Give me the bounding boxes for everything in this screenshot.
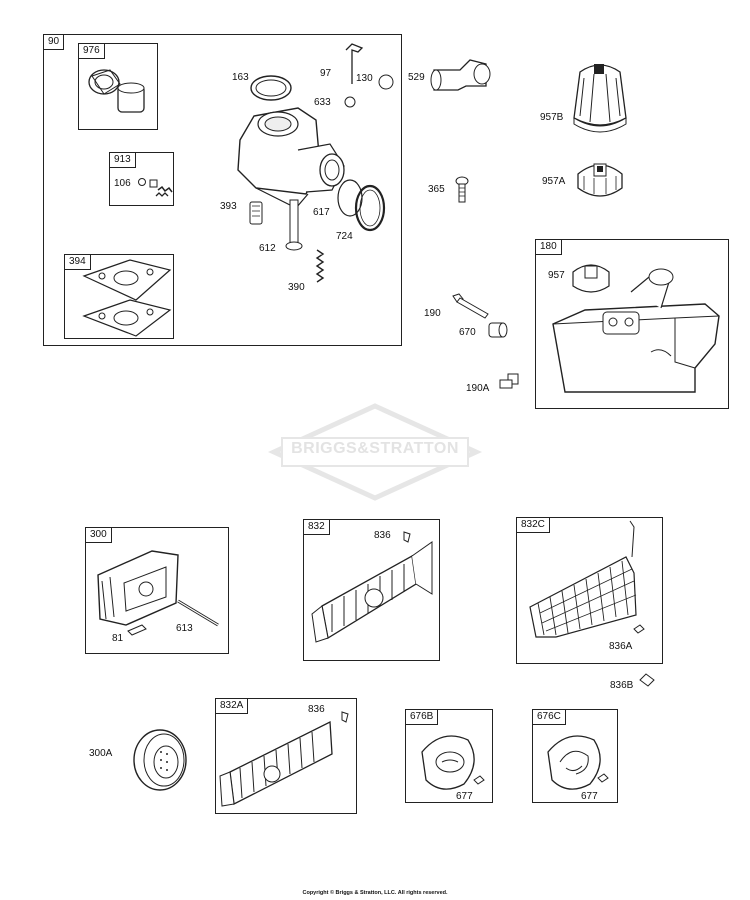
group-676b-tag: 676B (406, 710, 439, 725)
part-836-label: 836 (374, 530, 391, 541)
watermark-text: BRIGGS&STRATTON (291, 440, 459, 457)
part-300a-label: 300A (89, 748, 113, 759)
part-97-label: 97 (320, 68, 332, 79)
group-913-frame: 913 (109, 152, 174, 206)
group-832c-tag: 832C (517, 518, 550, 533)
part-836b-label: 836B (610, 680, 634, 691)
watermark-logo (267, 403, 483, 501)
part-190a-label: 190A (466, 383, 490, 394)
deflector-676b-drawing (421, 735, 485, 790)
group-832-tag: 832 (304, 520, 330, 535)
deflector-676c-drawing (547, 735, 609, 790)
group-90-tag: 90 (44, 35, 65, 50)
group-180-tag: 180 (536, 240, 562, 255)
part-393-label: 393 (220, 201, 237, 212)
part-957a-label: 957A (542, 176, 566, 187)
fuel-cap-957b-drawing (573, 64, 627, 133)
group-180-frame: 180 (535, 239, 729, 409)
part-163-label: 163 (232, 72, 249, 83)
choke-shaft-kit-drawing (88, 69, 145, 113)
group-90-frame: 90 (43, 34, 402, 346)
group-676c-frame: 676C (532, 709, 618, 803)
group-676b-frame: 676B (405, 709, 493, 803)
carburetor-body-drawing (237, 43, 394, 283)
part-529-label: 529 (408, 72, 425, 83)
group-976-tag: 976 (79, 44, 105, 59)
fuel-tank-drawing (552, 264, 720, 393)
part-365-label: 365 (428, 184, 445, 195)
group-832-frame: 832 (303, 519, 440, 661)
group-394-frame: 394 (64, 254, 174, 339)
fuel-cap-957a-drawing (577, 163, 623, 197)
part-836a-label: 836A (609, 641, 633, 652)
part-724-label: 724 (336, 231, 353, 242)
spacer-670-drawing (488, 322, 508, 338)
screw-836b-drawing (639, 673, 655, 687)
muffler-guard-832a-drawing (219, 711, 349, 807)
part-613-label: 613 (176, 623, 193, 634)
group-300-frame: 300 (85, 527, 229, 654)
group-676c-tag: 676C (533, 710, 566, 725)
part-190-label: 190 (424, 308, 441, 319)
elbow-fitting-drawing (430, 59, 491, 91)
group-976-frame: 976 (78, 43, 158, 130)
muffler-guard-832-drawing (311, 531, 433, 643)
muffler-300a-drawing (133, 729, 187, 791)
part-957b-label: 957B (540, 112, 564, 123)
muffler-guard-832c-drawing (529, 520, 645, 638)
part-130-label: 130 (356, 73, 373, 84)
part-81-label: 81 (112, 633, 124, 644)
needle-seat-drawing (138, 178, 173, 197)
screw-365-drawing (455, 176, 469, 203)
part-836-second-label: 836 (308, 704, 325, 715)
part-670-label: 670 (459, 327, 476, 338)
group-832c-frame: 832C (516, 517, 663, 664)
muffler-300-drawing (97, 550, 219, 636)
group-300-tag: 300 (86, 528, 112, 543)
diaphragm-gasket-drawing (82, 259, 172, 337)
part-633-label: 633 (314, 97, 331, 108)
copyright-footer: Copyright © Briggs & Stratton, LLC. All … (302, 890, 448, 896)
part-390-label: 390 (288, 282, 305, 293)
part-106-label: 106 (114, 178, 131, 189)
part-617-label: 617 (313, 207, 330, 218)
group-832a-frame: 832A (215, 698, 357, 814)
screw-190a-drawing (499, 373, 519, 389)
part-957-label: 957 (548, 270, 565, 281)
part-612-label: 612 (259, 243, 276, 254)
part-677-second-label: 677 (581, 791, 598, 802)
group-832a-tag: 832A (216, 699, 249, 714)
group-913-tag: 913 (110, 153, 136, 168)
bolt-190-drawing (452, 293, 489, 319)
part-677-label: 677 (456, 791, 473, 802)
group-394-tag: 394 (65, 255, 91, 270)
